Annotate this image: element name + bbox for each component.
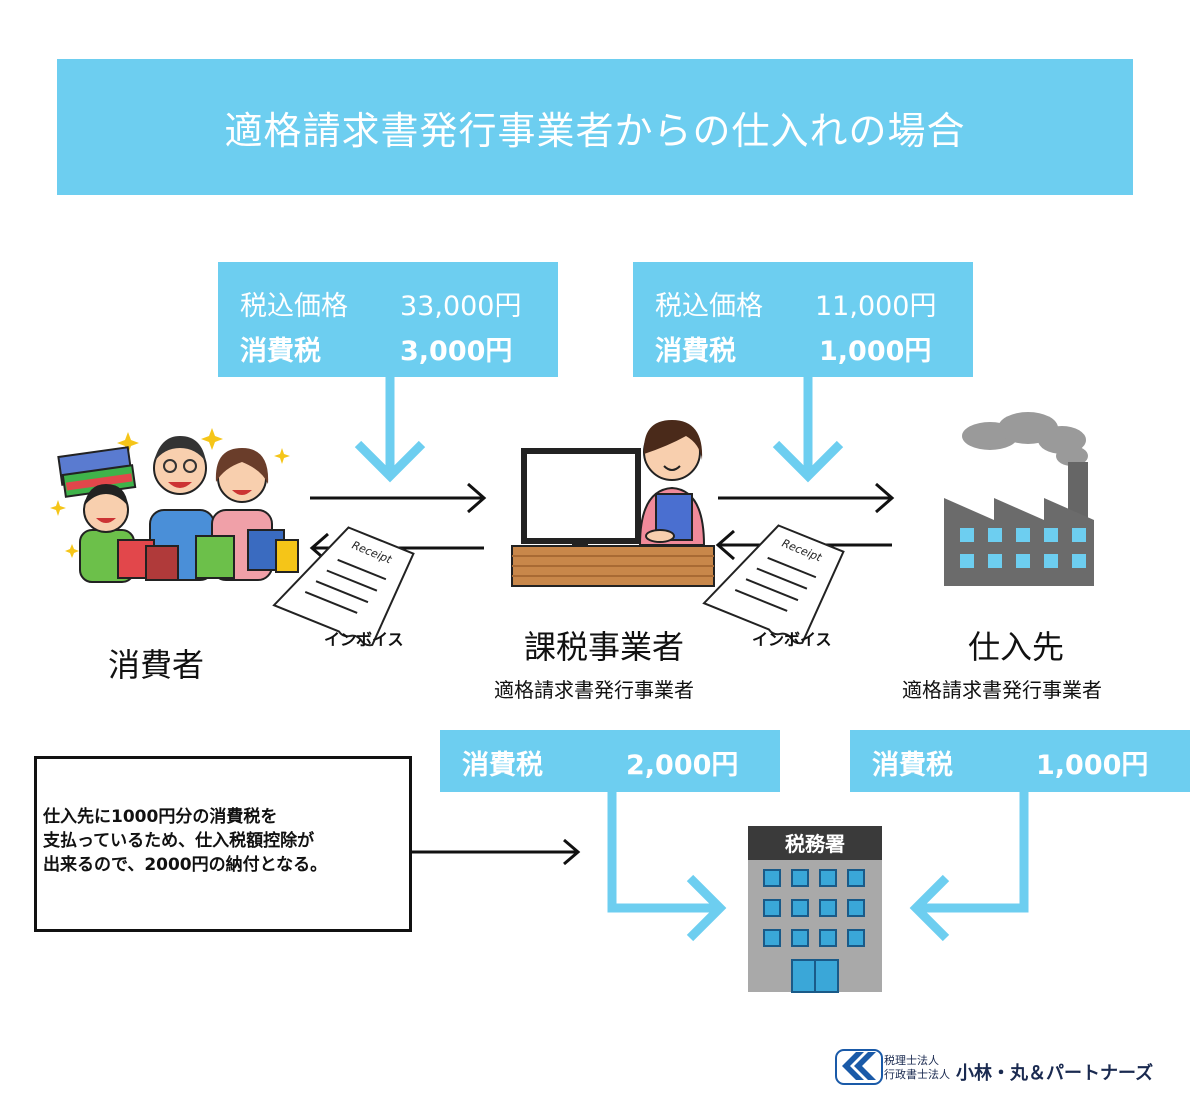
elbow-arrow-right xyxy=(909,792,1029,942)
elbow-arrow-left xyxy=(607,792,727,942)
business-label: 課税事業者 xyxy=(524,628,685,666)
sale-arrow-to-consumer xyxy=(310,482,487,514)
title-banner: 適格請求書発行事業者からの仕入れの場合 xyxy=(57,59,1133,195)
receipt-icon-2: Receipt xyxy=(702,524,845,645)
note-line: 支払っているため、仕入税額控除が xyxy=(43,831,315,851)
business-sublabel: 適格請求書発行事業者 xyxy=(494,678,694,702)
page-title: 適格請求書発行事業者からの仕入れの場合 xyxy=(224,108,966,153)
explanation-note: 仕入先に1000円分の消費税を 支払っているため、仕入税額控除が 出来るので、2… xyxy=(34,756,412,932)
price-label: 税込価格 xyxy=(655,291,763,322)
tax-label: 消費税 xyxy=(240,336,321,367)
tax-value: 3,000円 xyxy=(400,336,513,367)
down-arrow-1 xyxy=(354,377,426,483)
down-arrow-2 xyxy=(772,377,844,483)
note-line: 出来るので、2000円の納付となる。 xyxy=(43,855,328,875)
logo-mark-icon xyxy=(835,1049,883,1085)
invoice-label-2: インボイス xyxy=(752,630,832,649)
tax-box-business: 消費税 2,000円 xyxy=(440,730,780,792)
tax-box-supplier: 消費税 1,000円 xyxy=(850,730,1190,792)
logo-subtitle-2: 行政書士法人 xyxy=(884,1068,950,1081)
tax-value: 2,000円 xyxy=(626,750,739,781)
business-illustration xyxy=(511,420,715,587)
note-arrow xyxy=(408,838,581,866)
tax-value: 1,000円 xyxy=(1036,750,1149,781)
price-box-consumer-sale: 税込価格 33,000円 消費税 3,000円 xyxy=(218,262,558,377)
supplier-label: 仕入先 xyxy=(968,628,1065,666)
logo-company-name: 小林・丸＆パートナーズ xyxy=(956,1063,1154,1084)
price-value: 33,000円 xyxy=(400,291,522,322)
price-box-purchase: 税込価格 11,000円 消費税 1,000円 xyxy=(633,262,973,377)
invoice-label-1: インボイス xyxy=(324,630,404,649)
price-value: 11,000円 xyxy=(815,291,937,322)
logo-text-group: 税理士法人 行政書士法人 xyxy=(884,1054,950,1082)
consumer-label: 消費者 xyxy=(108,646,205,684)
tax-value: 1,000円 xyxy=(819,336,932,367)
note-line: 仕入先に1000円分の消費税を xyxy=(43,807,278,827)
supplier-sublabel: 適格請求書発行事業者 xyxy=(902,678,1102,702)
purchase-arrow-to-supplier xyxy=(718,482,895,514)
consumers-illustration xyxy=(50,428,299,583)
tax-label: 消費税 xyxy=(462,750,543,781)
tax-office-sign: 税務署 xyxy=(785,832,845,856)
tax-office-illustration: 税務署 xyxy=(748,826,882,993)
factory-illustration xyxy=(944,412,1094,586)
price-label: 税込価格 xyxy=(240,291,348,322)
logo-subtitle-1: 税理士法人 xyxy=(884,1054,939,1067)
tax-label: 消費税 xyxy=(655,336,736,367)
tax-label: 消費税 xyxy=(872,750,953,781)
receipt-icon-1: Receipt xyxy=(272,526,415,647)
